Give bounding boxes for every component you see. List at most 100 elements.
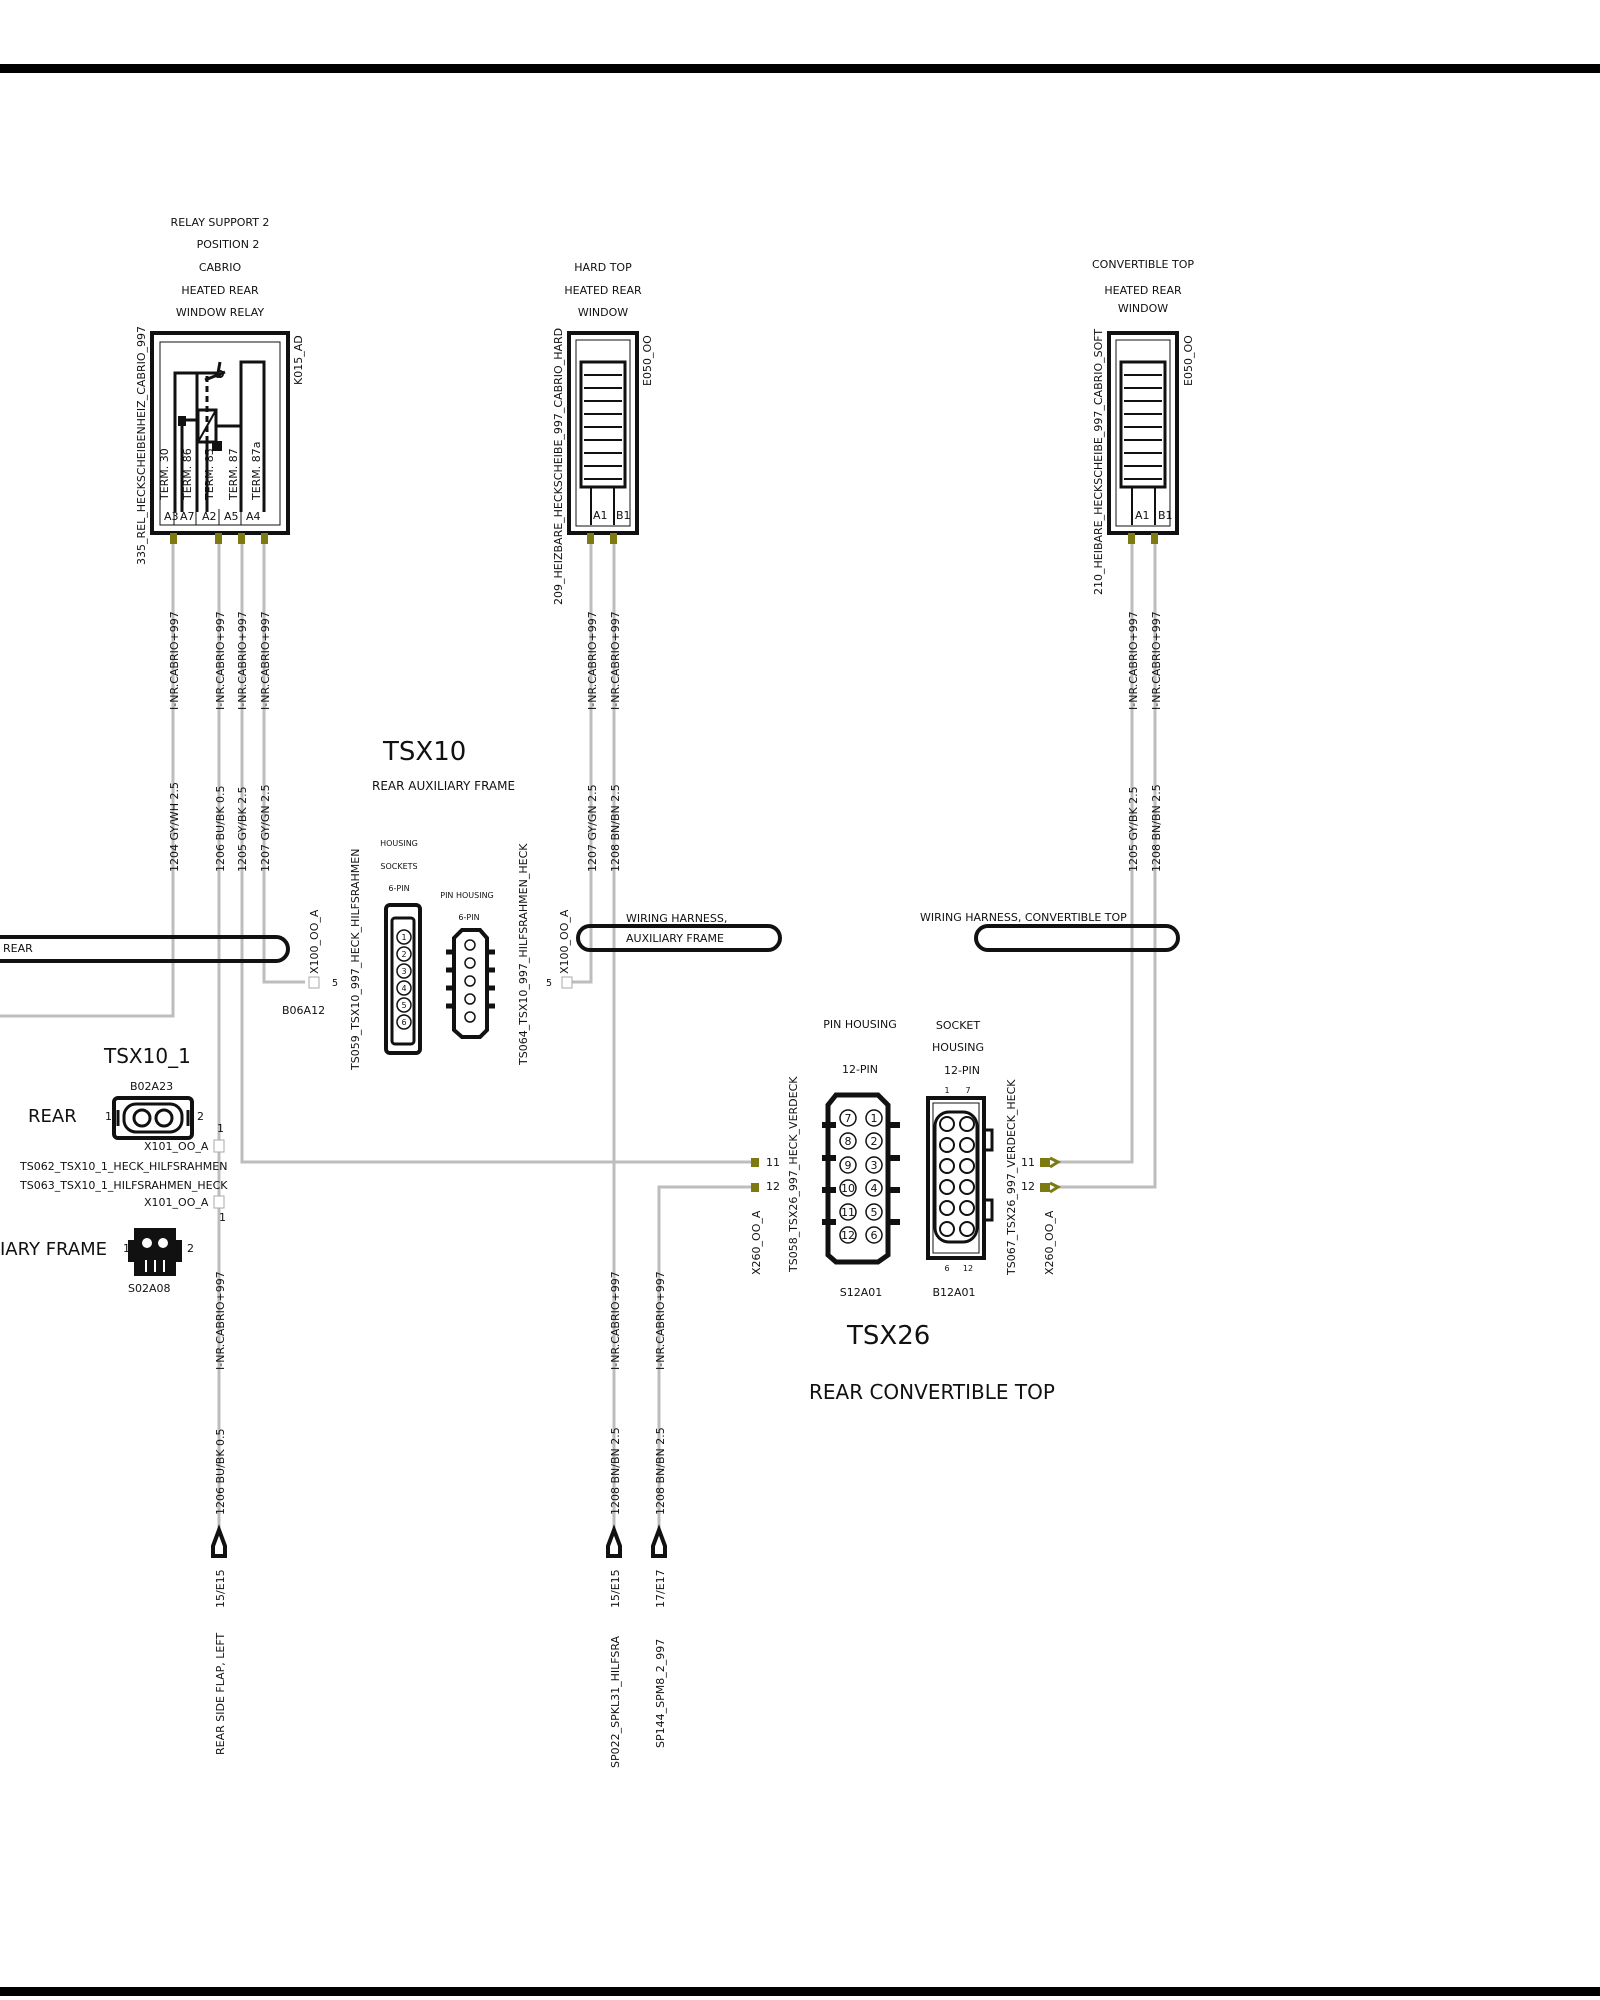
svg-text:6: 6 xyxy=(944,1264,949,1273)
svg-text:12: 12 xyxy=(766,1180,780,1193)
svg-text:I-NR.CABRIO+997: I-NR.CABRIO+997 xyxy=(236,611,249,710)
svg-text:8: 8 xyxy=(845,1135,852,1148)
tsx10-socket-housing xyxy=(384,903,422,1055)
tsx10-1-ts062: TS062_TSX10_1_HECK_HILFSRAHMEN xyxy=(19,1160,227,1173)
convtop-id: E050_OO xyxy=(1182,335,1195,386)
endpoint-arrow-1 xyxy=(211,1524,227,1558)
hardtop-heated-window: HARD TOP HEATED REAR WINDOW A1 B1 E050_O… xyxy=(552,261,654,605)
relay-pin-a2: A2 xyxy=(202,510,217,523)
label-endpoint-1-wire: 1206 BU/BK 0.5 xyxy=(214,1428,227,1515)
tsx26-title: TSX26 xyxy=(846,1321,930,1351)
svg-text:HOUSING: HOUSING xyxy=(380,839,418,848)
svg-text:1: 1 xyxy=(123,1242,130,1255)
svg-text:1207 GY/GN 2.5: 1207 GY/GN 2.5 xyxy=(586,784,599,872)
convtop-pin-a1: A1 xyxy=(1135,509,1150,522)
tsx10-ts059: TS059_TSX10_997_HECK_HILFSRAHMEN xyxy=(349,849,362,1071)
tsx10-1-s02: S02A08 xyxy=(128,1282,171,1295)
relay-k015: RELAY SUPPORT 2 POSITION 2 CABRIO HEATED… xyxy=(135,216,305,565)
endpoint-arrow-2 xyxy=(606,1524,622,1558)
relay-desc-3: CABRIO xyxy=(199,261,242,274)
tsx10-1-x101-bottom: X101_OO_A xyxy=(144,1196,209,1209)
svg-text:5: 5 xyxy=(546,978,552,989)
convtop-box xyxy=(1107,331,1179,535)
svg-text:9: 9 xyxy=(845,1159,852,1172)
svg-text:12-PIN: 12-PIN xyxy=(944,1064,980,1077)
top-border xyxy=(0,64,1600,73)
hardtop-box xyxy=(567,331,639,535)
relay-id: K015_AD xyxy=(292,335,305,385)
svg-text:12: 12 xyxy=(841,1229,855,1242)
svg-text:2: 2 xyxy=(871,1135,878,1148)
wire-1207-relay xyxy=(262,540,305,984)
hardtop-pin-a1: A1 xyxy=(593,509,608,522)
tsx26-connector: PIN HOUSING 12-PIN SOCKET HOUSING 12-PIN… xyxy=(750,1018,1062,1404)
relay-desc-2: POSITION 2 xyxy=(197,238,260,251)
convtop-desc-3: WINDOW xyxy=(1118,302,1168,315)
svg-text:3: 3 xyxy=(871,1159,878,1172)
svg-text:1: 1 xyxy=(219,1211,226,1224)
svg-text:1: 1 xyxy=(401,933,406,942)
svg-text:HOUSING: HOUSING xyxy=(932,1041,984,1054)
svg-text:PIN HOUSING: PIN HOUSING xyxy=(440,891,494,900)
svg-text:I-NR.CABRIO+997: I-NR.CABRIO+997 xyxy=(168,611,181,710)
tsx26-socket-housing xyxy=(926,1096,986,1260)
svg-text:6: 6 xyxy=(871,1229,878,1242)
hardtop-pin-b1: B1 xyxy=(616,509,631,522)
tsx10-1-title: TSX10_1 xyxy=(103,1044,191,1068)
svg-text:3: 3 xyxy=(401,967,406,976)
harness-aux-label-1: WIRING HARNESS, xyxy=(626,912,727,925)
endpoint-2-ref: 15/E15 xyxy=(609,1569,622,1608)
svg-text:4: 4 xyxy=(871,1182,878,1195)
svg-text:11: 11 xyxy=(766,1156,780,1169)
svg-text:1: 1 xyxy=(944,1086,949,1095)
tsx26-b12: B12A01 xyxy=(932,1286,975,1299)
endpoint-1-ref: 15/E15 xyxy=(214,1569,227,1608)
hardtop-part: 209_HEIZBARE_HECKSCHEIBE_997_CABRIO_HARD xyxy=(552,328,565,605)
svg-text:11: 11 xyxy=(1021,1156,1035,1169)
svg-text:5: 5 xyxy=(332,978,338,989)
svg-text:1: 1 xyxy=(871,1112,878,1125)
relay-desc-4: HEATED REAR xyxy=(181,284,259,297)
svg-text:5: 5 xyxy=(871,1206,878,1219)
tsx10-subtitle: REAR AUXILIARY FRAME xyxy=(372,779,515,793)
svg-text:SOCKETS: SOCKETS xyxy=(380,862,417,871)
tsx10-title: TSX10 xyxy=(382,737,466,767)
svg-text:SOCKET: SOCKET xyxy=(936,1019,980,1032)
relay-pin-a3: A3 xyxy=(164,510,179,523)
label-w1206: 1206 BU/BK 0.5 xyxy=(214,785,227,872)
svg-text:6-PIN: 6-PIN xyxy=(388,884,409,893)
svg-text:PIN HOUSING: PIN HOUSING xyxy=(823,1018,897,1031)
svg-text:6-PIN: 6-PIN xyxy=(458,913,479,922)
svg-text:10: 10 xyxy=(841,1182,855,1195)
hardtop-desc-3: WINDOW xyxy=(578,306,628,319)
relay-term-87: TERM. 87 xyxy=(227,448,240,501)
tsx10-pin-housing xyxy=(452,928,489,1039)
svg-text:I-NR.CABRIO+997: I-NR.CABRIO+997 xyxy=(214,1271,227,1370)
wires xyxy=(0,540,1157,1530)
wire-1205 xyxy=(240,540,752,1164)
svg-text:2: 2 xyxy=(401,950,406,959)
tsx10-1-aux: IARY FRAME xyxy=(0,1239,107,1260)
svg-text:1205 GY/BK 2.5: 1205 GY/BK 2.5 xyxy=(1127,786,1140,872)
wire-1207-hardtop xyxy=(570,540,593,984)
convtop-heated-window: CONVERTIBLE TOP HEATED REAR WINDOW A1 B1… xyxy=(1092,258,1195,595)
harness-conv-label: WIRING HARNESS, CONVERTIBLE TOP xyxy=(920,911,1127,924)
tsx10-ts064: TS064_TSX10_997_HILFSRAHMEN_HECK xyxy=(517,843,530,1066)
svg-text:7: 7 xyxy=(965,1086,970,1095)
relay-term-85: TERM. 85 xyxy=(203,448,216,501)
tsx26-pin-grid: 7 8 9 10 11 12 1 2 3 4 5 6 xyxy=(839,1109,883,1244)
svg-text:I-NR.CABRIO+997: I-NR.CABRIO+997 xyxy=(586,611,599,710)
hardtop-desc-2: HEATED REAR xyxy=(564,284,642,297)
harness-bars: REAR WIRING HARNESS, AUXILIARY FRAME WIR… xyxy=(0,911,1180,963)
relay-term-86: TERM. 86 xyxy=(181,448,194,501)
tsx26-ts067: TS067_TSX26_997_VERDECK_HECK xyxy=(1005,1079,1018,1276)
wire-1208-branch xyxy=(657,1185,752,1530)
wire-1205-conv xyxy=(1055,540,1134,1164)
svg-text:2: 2 xyxy=(197,1110,204,1123)
svg-text:12-PIN: 12-PIN xyxy=(842,1063,878,1076)
relay-pin-a7: A7 xyxy=(180,510,195,523)
tsx10-1-top-plug xyxy=(112,1096,194,1140)
svg-text:1: 1 xyxy=(217,1122,224,1135)
tsx10-x100-right: X100_OO_A xyxy=(558,909,571,974)
